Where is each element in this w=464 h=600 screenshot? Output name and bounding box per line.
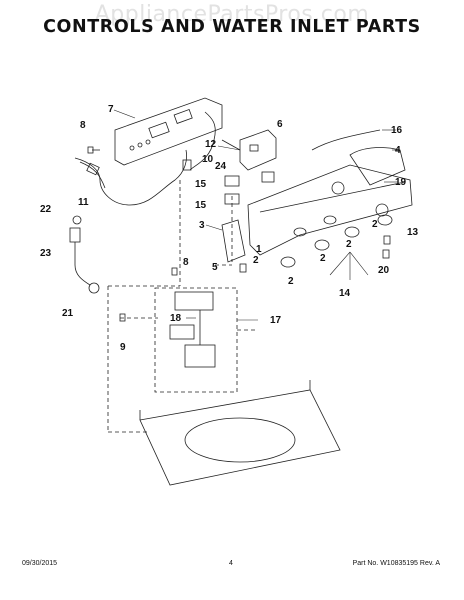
water-valve	[169, 291, 216, 368]
callout: 8	[183, 257, 189, 268]
tub-base	[139, 380, 341, 486]
callout: 21	[62, 308, 74, 319]
callout: 11	[78, 197, 89, 208]
callout: 8	[80, 120, 86, 131]
switch-15a	[224, 175, 240, 187]
reference-lines	[107, 180, 255, 433]
callout: 2	[320, 253, 326, 264]
callout: 17	[270, 315, 282, 326]
callout: 14	[339, 288, 351, 299]
callout: 12	[205, 139, 217, 150]
callout: 1	[256, 244, 262, 255]
screw-5	[239, 263, 247, 273]
control-console	[114, 97, 223, 171]
callout: 15	[195, 179, 207, 190]
bracket-3	[221, 219, 246, 263]
knobs	[280, 214, 393, 268]
watermark: AppliancePartsPros.com	[94, 2, 370, 27]
callout-labels: 7 8 6 16 4 12 10 24 11 19 15 15 3 22 2 1…	[40, 104, 419, 353]
callout: 23	[40, 248, 52, 259]
control-board	[221, 129, 277, 171]
callout: 10	[202, 154, 214, 165]
callout: 4	[395, 145, 401, 156]
screw-top	[87, 146, 100, 154]
callout: 15	[195, 200, 207, 211]
callout: 20	[378, 265, 390, 276]
footer-date: 09/30/2015	[22, 560, 58, 567]
callout: 2	[253, 255, 259, 266]
switch-15b	[224, 193, 240, 205]
screw-13	[383, 235, 391, 245]
wire-16	[311, 129, 381, 151]
callout: 5	[212, 262, 218, 273]
callout: 13	[407, 227, 419, 238]
callout: 3	[199, 220, 205, 231]
callout: 16	[391, 125, 403, 136]
console-back	[247, 147, 413, 256]
wire-harness	[74, 149, 192, 206]
screw-9	[119, 313, 126, 322]
callout: 7	[108, 104, 114, 115]
switch-15c	[261, 171, 275, 183]
callout: 9	[120, 342, 126, 353]
page-title: CONTROLS AND WATER INLET PARTS	[43, 17, 421, 37]
inlet-hose	[69, 215, 100, 294]
callout: 22	[40, 204, 52, 215]
callout: 19	[395, 177, 407, 188]
leader-lines	[113, 109, 400, 321]
callout: 2	[288, 276, 294, 287]
callout: 2	[372, 219, 378, 230]
screw-20	[382, 249, 390, 259]
callout: 6	[277, 119, 283, 130]
screw-8b	[171, 267, 178, 276]
footer-page-number: 4	[229, 560, 233, 567]
callout: 18	[170, 313, 182, 324]
callout: 2	[346, 239, 352, 250]
footer-part-number: Part No. W10835195 Rev. A	[352, 560, 440, 567]
callout: 24	[215, 161, 227, 172]
